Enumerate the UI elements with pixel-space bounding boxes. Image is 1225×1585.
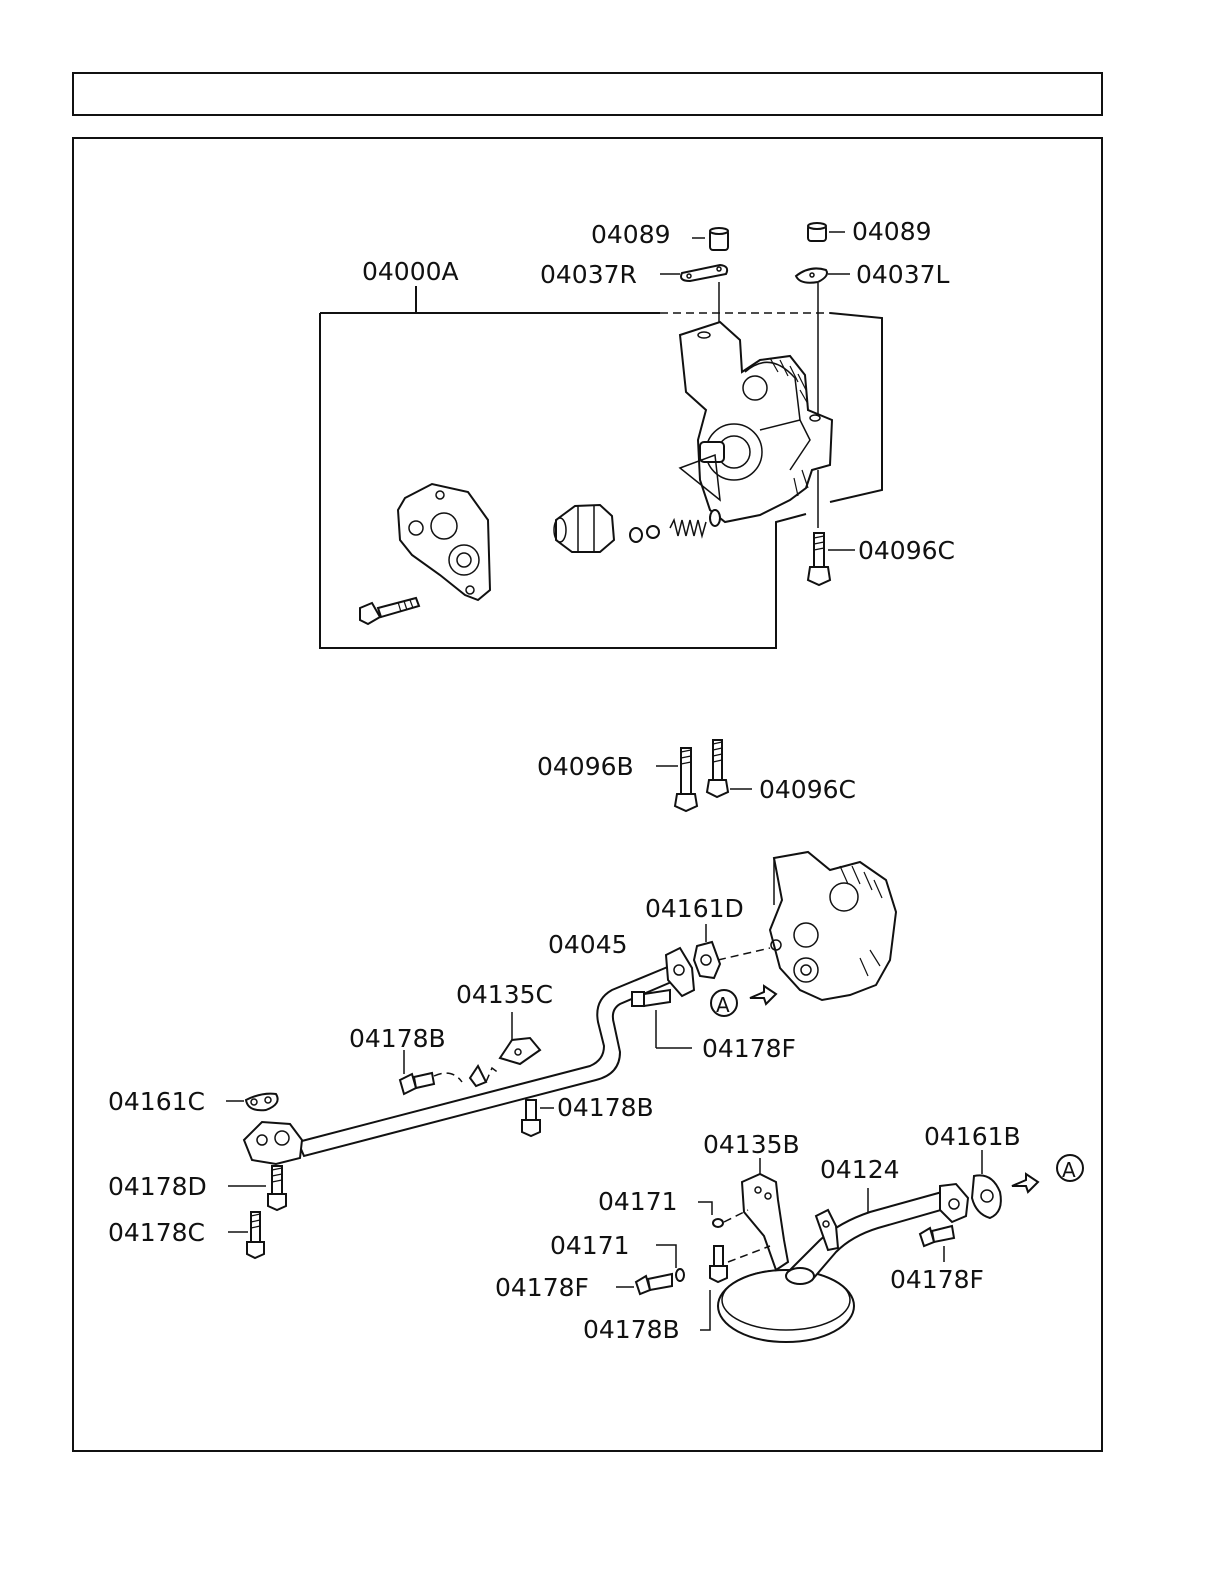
bolt-04096C-top-icon [808,533,855,585]
label-04045: 04045 [548,930,628,959]
label-04171-upper: 04171 [598,1187,678,1216]
gasket-04161C-icon [226,1094,278,1111]
label-04178B-center: 04178B [557,1093,654,1122]
bolt-04178C-icon [228,1212,264,1258]
bolt-04178D-icon [228,1166,286,1210]
bolt-04096B-icon [656,748,697,811]
relief-valve-parts-icon [630,510,720,542]
label-04037L: 04037L [856,260,950,289]
label-04096C-mid: 04096C [759,775,856,804]
bolt-04178F-lower-right-icon [920,1226,954,1262]
label-04161D: 04161D [645,894,744,923]
bushing-04089-left-icon [808,223,845,241]
bolt-04178B-center-icon [522,1100,554,1136]
bushing-04089-right-icon [692,228,728,250]
bolt-04178F-lower-left-icon [616,1274,672,1294]
label-04178F-lower-left: 04178F [495,1273,589,1302]
label-04135C: 04135C [456,980,553,1009]
bolt-04096C-mid-icon [707,740,752,797]
bolt-04178F-mid-icon [632,990,692,1048]
label-04089-left: 04089 [852,217,932,246]
label-04178B-left: 04178B [349,1024,446,1053]
gasket-04161D-icon [694,924,770,978]
label-04178F-lower-right: 04178F [890,1265,984,1294]
label-04000A: 04000A [362,257,459,286]
gasket-04161B-icon [972,1150,1001,1218]
label-ref-a-lower: A [1062,1158,1076,1182]
label-04178F-mid: 04178F [702,1034,796,1063]
label-04096C-top: 04096C [858,536,955,565]
pump-cover-icon [398,484,490,600]
label-04096B: 04096B [537,752,634,781]
label-04178C: 04178C [108,1218,205,1247]
label-04178D: 04178D [108,1172,207,1201]
label-04037R: 04037R [540,260,637,289]
inner-rotor-icon [554,505,614,552]
label-ref-a-upper: A [716,993,730,1017]
bolt-04178B-left-icon [400,1050,434,1094]
label-04135B: 04135B [703,1130,800,1159]
label-04178B-lower: 04178B [583,1315,680,1344]
pump-body-view-lower-icon [770,852,896,1000]
label-04124: 04124 [820,1155,900,1184]
bracket-04135C-icon [434,1012,540,1086]
label-04161C: 04161C [108,1087,205,1116]
label-04161B: 04161B [924,1122,1021,1151]
cover-bolt-icon [360,598,419,624]
oil-pump-body-icon [680,322,832,522]
label-04089-right: 04089 [591,220,671,249]
label-04171-lower: 04171 [550,1231,630,1260]
washer-04171-upper-icon [698,1202,748,1227]
